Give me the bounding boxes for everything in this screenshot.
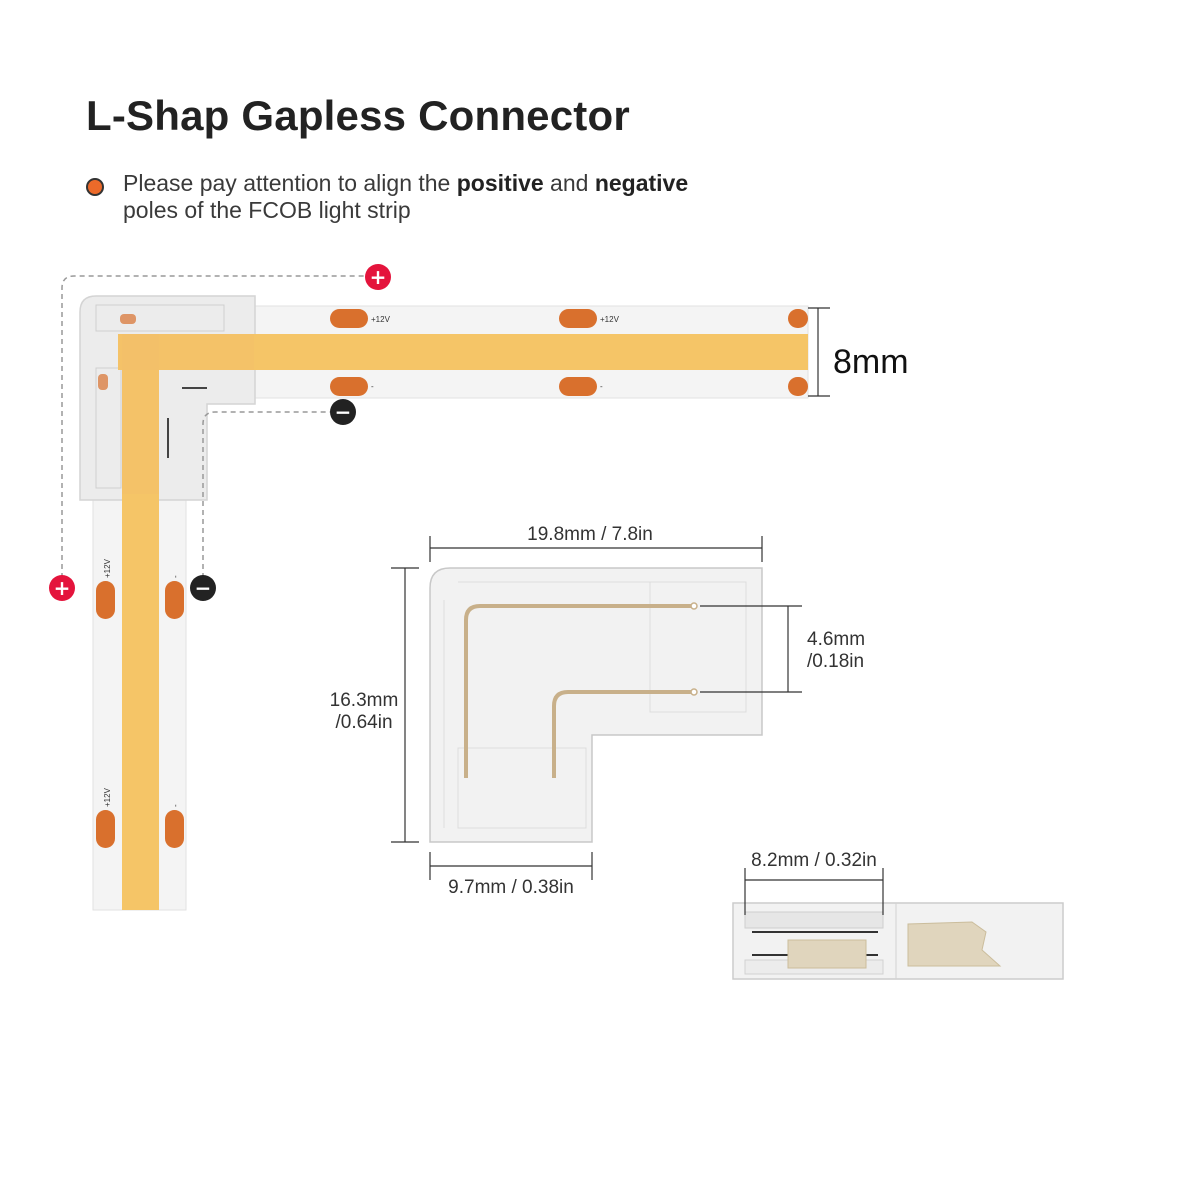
pin-tip <box>690 602 698 610</box>
pin-spacing-line2: /0.18in <box>807 651 864 672</box>
side-width-label: 8.2mm / 0.32in <box>751 850 877 871</box>
width-top-label: 19.8mm / 7.8in <box>527 524 653 545</box>
minus-icon <box>330 399 356 425</box>
connector-side-view: 8.2mm / 0.32in <box>732 850 1064 980</box>
positive-marker-side: + <box>49 575 75 601</box>
strip-width-dimension: 8mm <box>808 307 909 397</box>
side-copper <box>787 939 867 969</box>
pad-neg-label: - <box>600 382 603 391</box>
note-text-part3: poles of the FCOB light strip <box>123 197 411 223</box>
connector-clip-side <box>95 367 122 489</box>
connector-pad <box>120 314 136 324</box>
pad-negative <box>330 377 368 396</box>
pad-label: +12V <box>371 315 391 324</box>
svg-text:−: − <box>335 400 352 424</box>
positive-guide-line <box>61 275 364 578</box>
note-positive: positive <box>456 170 544 196</box>
clip-area <box>649 581 747 713</box>
pad-positive <box>96 581 115 619</box>
positive-marker-top: + <box>365 264 391 290</box>
page-title: L-Shap Gapless Connector <box>86 92 630 139</box>
pad-negative <box>165 581 184 619</box>
pad-negative <box>165 810 184 848</box>
connector-clip-top <box>95 304 225 332</box>
svg-text:−: − <box>195 576 212 600</box>
note-text-part2: and <box>543 170 595 196</box>
negative-marker-top: − <box>330 399 356 425</box>
height-label-line2: /0.64in <box>335 712 392 733</box>
bullet-dot-icon <box>86 178 104 196</box>
strip-width-label: 8mm <box>833 343 909 381</box>
svg-text:+: + <box>54 576 71 600</box>
side-clip <box>744 911 884 929</box>
connector-body <box>79 295 256 501</box>
width-bottom-label: 9.7mm / 0.38in <box>448 877 574 898</box>
negative-marker-side: − <box>190 575 216 601</box>
note-negative: negative <box>594 170 689 196</box>
pad-positive <box>788 309 808 328</box>
cob-overlap-2 <box>122 334 159 494</box>
pad-positive <box>96 810 115 848</box>
pad-negative <box>559 377 597 396</box>
pin-spacing-line1: 4.6mm <box>807 629 865 650</box>
connector-top-view: 19.8mm / 7.8in 16.3mm /0.64in 4.6mm /0.1… <box>330 524 865 898</box>
pin-tip <box>690 688 698 696</box>
l-strip-assembly: +12V +12V - - +12V - +12V - + − + <box>49 264 909 911</box>
pad-neg-label: - <box>171 804 180 807</box>
pad-negative <box>788 377 808 396</box>
minus-icon <box>190 575 216 601</box>
pad-positive <box>330 309 368 328</box>
plus-icon <box>365 264 391 290</box>
connector-outline <box>429 567 763 843</box>
pad-positive <box>559 309 597 328</box>
plus-icon <box>49 575 75 601</box>
pad-label: +12V <box>103 558 112 578</box>
copper-pin-inner <box>552 690 692 778</box>
pad-label: +12V <box>600 315 620 324</box>
pad-neg-label: - <box>371 382 374 391</box>
note-text: Please pay attention to align the positi… <box>123 170 803 224</box>
height-label-line1: 16.3mm <box>330 690 399 711</box>
copper-pin-outer <box>464 604 692 778</box>
negative-guide-line <box>202 411 330 578</box>
connector-pad-2 <box>98 374 108 390</box>
svg-text:+: + <box>370 265 387 289</box>
side-copper <box>907 921 1002 967</box>
pad-neg-label: - <box>171 575 180 578</box>
pad-label: +12V <box>103 787 112 807</box>
note-text-part1: Please pay attention to align the <box>123 170 457 196</box>
clip-area <box>457 747 587 829</box>
